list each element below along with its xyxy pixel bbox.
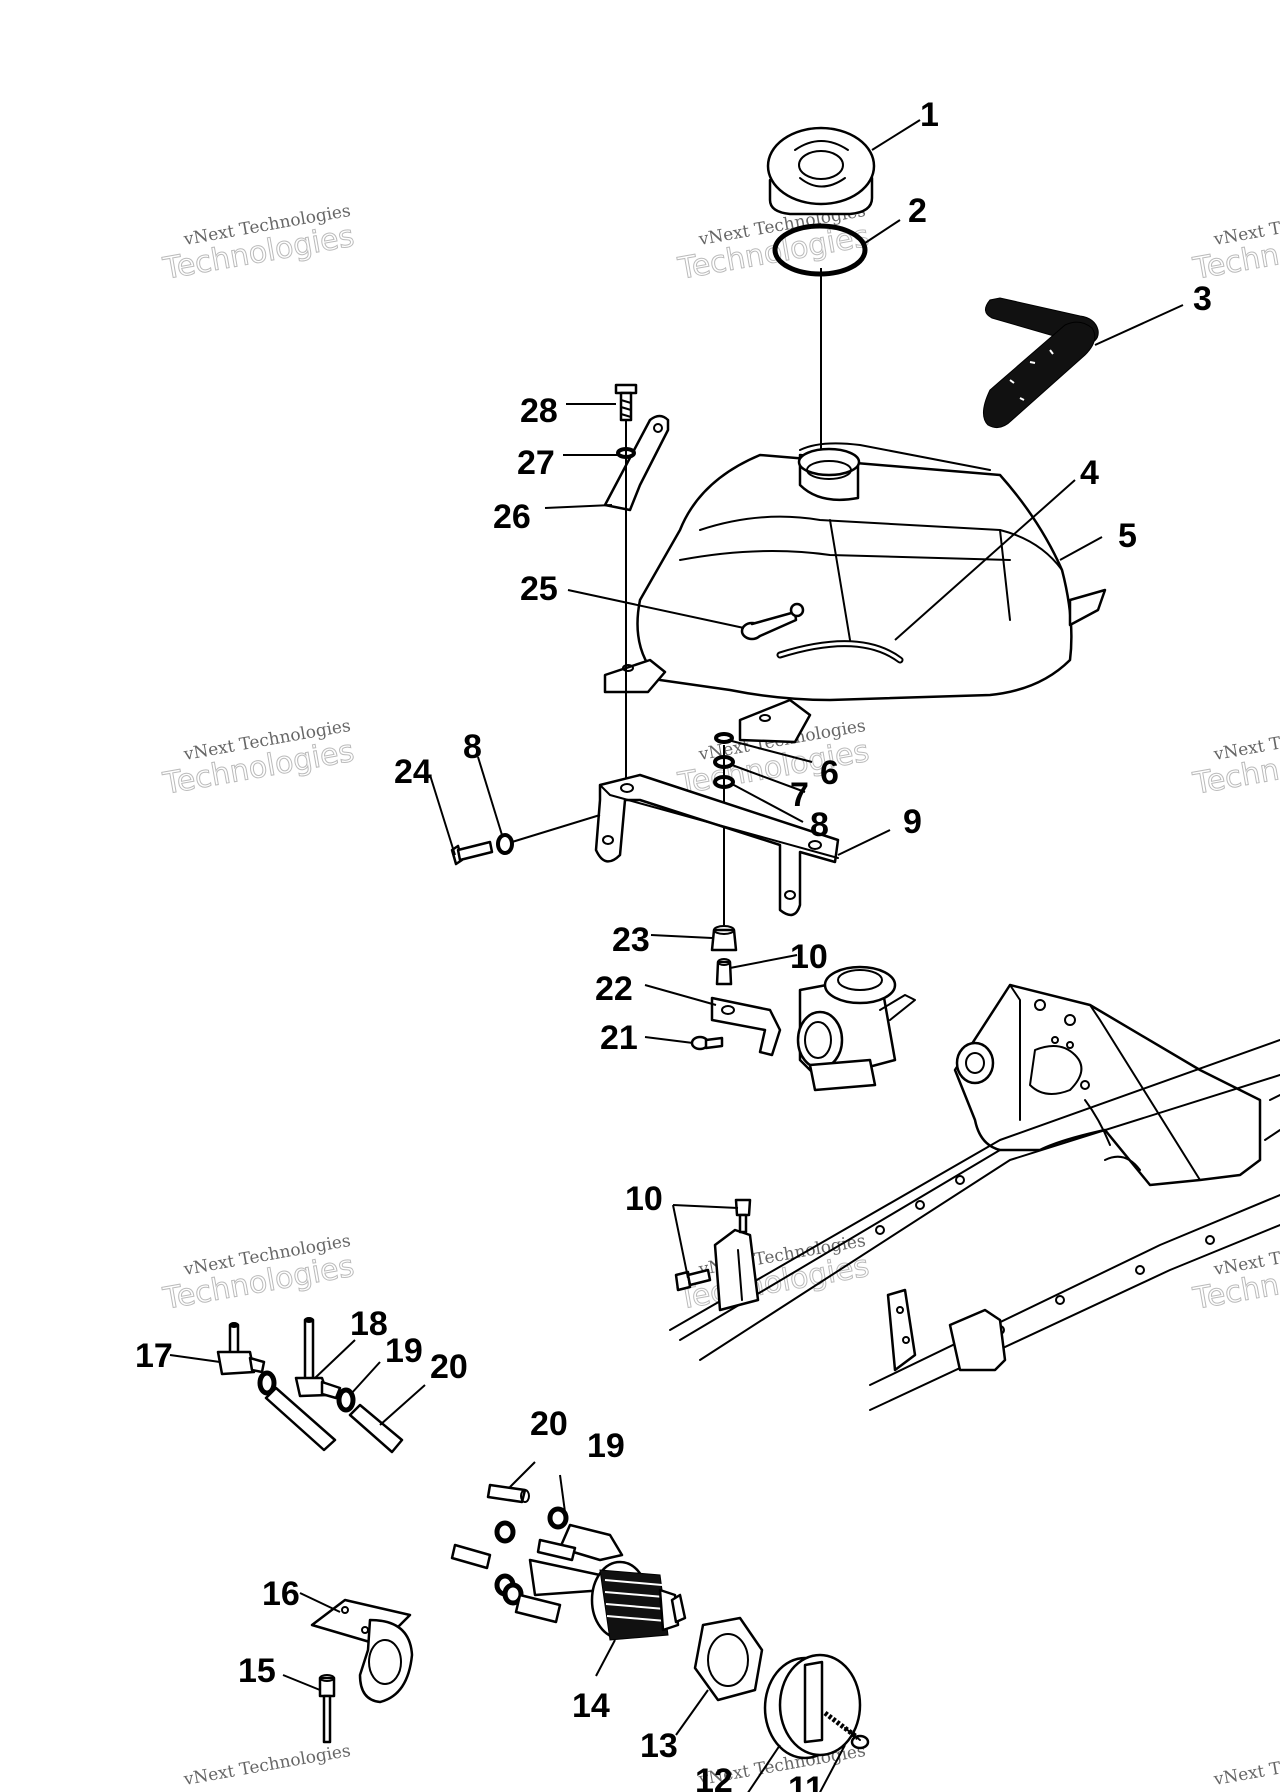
callout-18: 18: [350, 1305, 388, 1343]
tank-bracket: [603, 414, 670, 512]
callout-10: 10: [790, 938, 828, 976]
hose-clamp: [257, 1370, 277, 1396]
valve-nut: [693, 1616, 764, 1702]
fuel-hose-short: [450, 1543, 492, 1570]
callout-12: 12: [695, 1762, 733, 1792]
watermark: vNext Technologies: [181, 1741, 352, 1790]
frame-bolt: [674, 1268, 712, 1292]
callout-2: 2: [908, 192, 927, 230]
hose-clamp: [547, 1506, 569, 1530]
callout-6: 6: [820, 754, 839, 792]
callout-23: 23: [612, 921, 650, 959]
carburetor: [796, 965, 916, 1092]
callout-22: 22: [595, 970, 633, 1008]
carb-bracket: [710, 996, 782, 1057]
valve-screw: [318, 1674, 336, 1744]
callout-8: 8: [810, 806, 829, 844]
callout-27: 27: [517, 444, 555, 482]
valve-knob: [763, 1653, 862, 1760]
callout-labels: 1 2 3 4 5 6 7 8 8 9 10 10 11 12 13 14 15…: [135, 96, 1212, 1792]
callout-20: 20: [530, 1405, 568, 1443]
callout-19: 19: [587, 1427, 625, 1465]
grommet: [710, 925, 738, 952]
knob-screw: [823, 1711, 870, 1750]
callout-21: 21: [600, 1019, 638, 1057]
callout-26: 26: [493, 498, 531, 536]
watermark: vNext Technologies Technologies: [159, 201, 357, 288]
side-washer: [496, 833, 514, 855]
callout-7: 7: [790, 776, 809, 814]
fuel-cap: [766, 126, 876, 216]
callout-10: 10: [625, 1180, 663, 1218]
hose-clamp: [336, 1387, 356, 1413]
bracket-screw: [690, 1035, 724, 1051]
callout-19: 19: [385, 1332, 423, 1370]
callout-8: 8: [463, 728, 482, 766]
callout-17: 17: [135, 1337, 173, 1375]
callout-11: 11: [788, 1770, 824, 1792]
callout-16: 16: [262, 1575, 300, 1613]
callout-3: 3: [1193, 280, 1212, 318]
callout-4: 4: [1080, 454, 1099, 492]
callout-1: 1: [920, 96, 939, 134]
tank-support-bracket: [594, 773, 840, 917]
hose-clamp: [494, 1520, 516, 1544]
fuel-valve: [514, 1523, 687, 1641]
watermark-text: vNext Technologies: [1211, 1741, 1280, 1790]
mounting-bolt: [614, 383, 638, 422]
leader-lines: [169, 119, 1184, 1792]
watermark: vNext Technologies Technologies: [159, 716, 357, 803]
callout-5: 5: [1118, 517, 1137, 555]
watermark: vNext Technologies: [1211, 1741, 1280, 1790]
frame-bolt: [734, 1198, 752, 1234]
watermark: vNext Technologies Technologies: [1189, 716, 1280, 803]
side-bolt: [450, 840, 494, 866]
callout-15: 15: [238, 1652, 276, 1690]
bushing: [715, 958, 733, 986]
tank-pad: [983, 297, 1099, 429]
watermark: vNext Technologies Technologies: [159, 1231, 357, 1318]
assembly-line: [511, 814, 601, 843]
callout-14: 14: [572, 1687, 610, 1725]
vehicle-frame: [669, 983, 1280, 1411]
fuel-tee: [294, 1317, 342, 1400]
callout-25: 25: [520, 570, 558, 608]
callout-13: 13: [640, 1727, 678, 1765]
callout-20: 20: [430, 1348, 468, 1386]
callout-24: 24: [394, 753, 432, 791]
callout-9: 9: [903, 803, 922, 841]
fuel-hose-short: [486, 1483, 530, 1504]
fuel-tank: [603, 442, 1107, 744]
watermark: vNext Technologies Technologies: [1189, 201, 1280, 288]
callout-28: 28: [520, 392, 558, 430]
vent-fitting: [740, 602, 805, 641]
fuel-hose: [264, 1386, 404, 1454]
fuel-elbow: [216, 1322, 266, 1376]
watermark-group: vNext Technologies Technologies vNext Te…: [159, 201, 1280, 1790]
watermark-text: vNext Technologies: [181, 1741, 352, 1790]
